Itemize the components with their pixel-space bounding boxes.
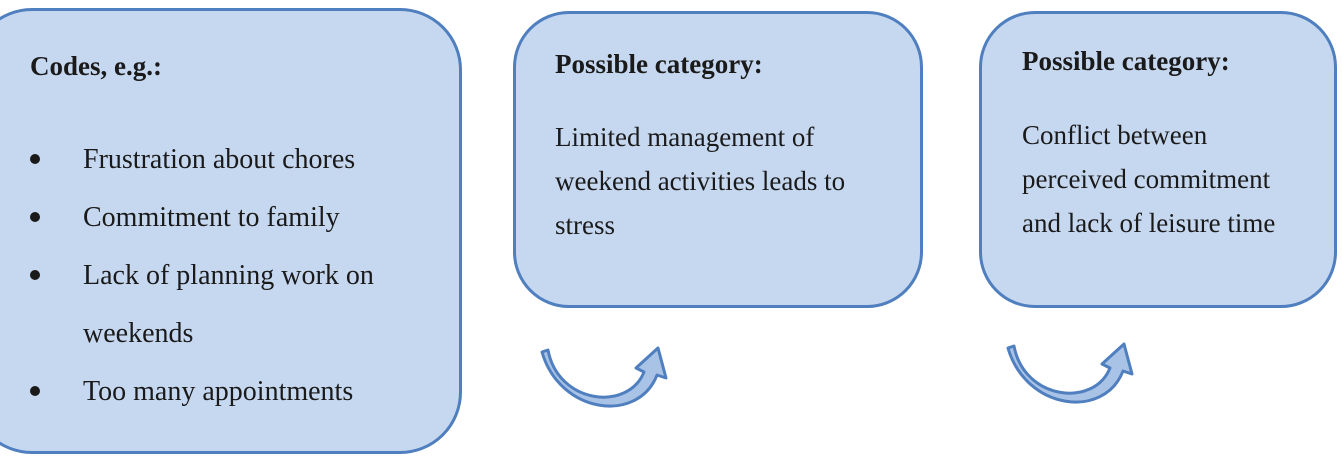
bullet-icon [30,212,40,222]
list-item: Commitment to family [0,189,403,247]
curved-up-arrow-icon [540,346,668,408]
category-1-text: Limited management of weekend activities… [555,122,846,240]
bullet-icon [30,154,40,164]
list-item: Too many appointments [0,363,403,421]
category-box-2 [979,11,1337,308]
category-box-1 [513,11,923,308]
codes-heading: Codes, e.g.: [30,51,162,81]
category-1-heading: Possible category: [555,49,763,79]
category-2-text: Conflict between perceived commitment an… [1022,120,1276,238]
list-item-label: Too many appointments [83,376,354,407]
category-2-heading: Possible category: [1022,46,1230,76]
list-item-label: Commitment to family [83,202,340,233]
codes-list: Frustration about chores Commitment to f… [0,131,403,421]
curved-up-arrow-icon [1006,342,1134,404]
list-item-label: Frustration about chores [83,144,356,175]
list-item-label: Lack of planning work on weekends [83,260,374,349]
codes-box [0,8,462,454]
list-item: Frustration about chores [0,131,403,189]
bullet-icon [30,386,40,396]
bullet-icon [30,270,40,280]
list-item: Lack of planning work on weekends [0,247,403,363]
